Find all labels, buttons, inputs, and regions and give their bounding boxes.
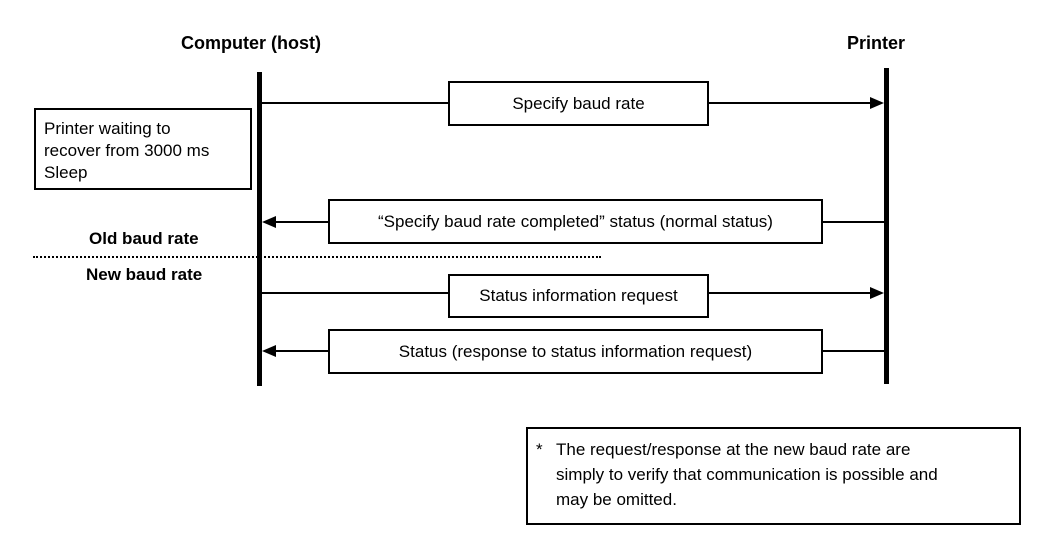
message-1-box: Specify baud rate: [448, 81, 709, 126]
baud-rate-divider: [33, 256, 601, 258]
message-1-label: Specify baud rate: [512, 93, 645, 113]
footnote-line-2: simply to verify that communication is p…: [556, 465, 938, 484]
message-4-arrowhead: [262, 345, 276, 357]
printer-lifeline-label: Printer: [847, 33, 906, 53]
message-2-arrowhead: [262, 216, 276, 228]
footnote-line-3: may be omitted.: [556, 490, 677, 509]
footnote-text: The request/response at the new baud rat…: [556, 437, 1009, 515]
footnote-box: * The request/response at the new baud r…: [526, 427, 1021, 525]
old-baud-rate-label: Old baud rate: [89, 229, 199, 248]
message-2-box: “Specify baud rate completed” status (no…: [328, 199, 823, 244]
host-lifeline-label: Computer (host): [181, 33, 321, 53]
message-3-label: Status information request: [479, 286, 678, 305]
message-4-label: Status (response to status information r…: [398, 341, 753, 361]
sleep-note-line-3: Sleep: [44, 163, 88, 182]
message-3-box: Status information request: [448, 274, 709, 318]
message-2-label: “Specify baud rate completed” status (no…: [378, 211, 773, 231]
footnote-asterisk: *: [536, 440, 543, 459]
message-4-box: Status (response to status information r…: [328, 329, 823, 374]
sleep-note-line-1: Printer waiting to: [44, 119, 171, 138]
footnote-line-1: The request/response at the new baud rat…: [556, 440, 911, 459]
printer-lifeline: [884, 68, 889, 384]
sleep-note-line-2: recover from 3000 ms: [44, 141, 210, 160]
sleep-recovery-note: Printer waiting to recover from 3000 ms …: [34, 108, 252, 190]
new-baud-rate-label: New baud rate: [86, 265, 203, 284]
message-1-arrowhead: [870, 97, 884, 109]
host-lifeline: [257, 72, 262, 386]
message-3-arrowhead: [870, 287, 884, 299]
